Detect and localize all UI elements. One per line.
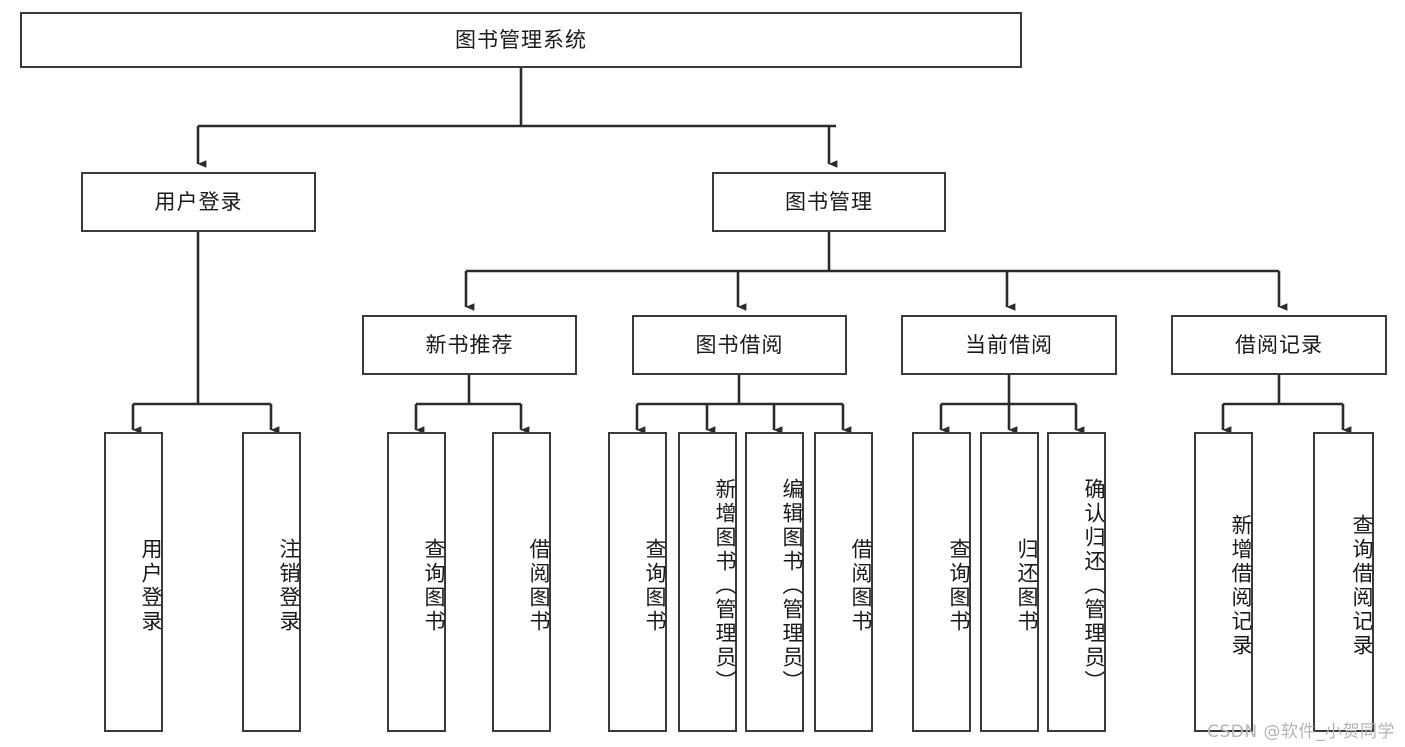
node-label: 图书管理	[785, 189, 873, 214]
leaf-current-confirm-return-admin[interactable]: 确认归还（管理员）	[1047, 432, 1106, 732]
csdn-watermark: CSDN @软件_小贺同学	[1207, 722, 1395, 742]
node-label: 新增借阅记录	[1229, 514, 1253, 658]
node-borrow-record[interactable]: 借阅记录	[1171, 315, 1387, 375]
leaf-borrow-query-book[interactable]: 查询图书	[608, 432, 667, 732]
leaf-borrow-edit-book-admin[interactable]: 编辑图书（管理员）	[745, 432, 804, 732]
node-label: 当前借阅	[965, 332, 1053, 357]
node-label: 编辑图书（管理员）	[780, 478, 804, 694]
node-user-login[interactable]: 用户登录	[81, 172, 316, 232]
node-label: 查询图书	[643, 538, 667, 634]
leaf-user-login-login[interactable]: 用户登录	[104, 432, 163, 732]
node-book-borrow[interactable]: 图书借阅	[632, 315, 847, 375]
leaf-current-return-book[interactable]: 归还图书	[980, 432, 1039, 732]
node-label: 查询借阅记录	[1350, 514, 1374, 658]
leaf-user-login-logout[interactable]: 注销登录	[242, 432, 301, 732]
leaf-borrow-add-book-admin[interactable]: 新增图书（管理员）	[678, 432, 737, 732]
node-label: 借阅记录	[1235, 332, 1323, 357]
node-label: 查询图书	[947, 538, 971, 634]
node-label: 确认归还（管理员）	[1082, 478, 1106, 694]
node-current-borrow[interactable]: 当前借阅	[901, 315, 1117, 375]
node-label: 归还图书	[1015, 538, 1039, 634]
leaf-borrow-borrow-book[interactable]: 借阅图书	[814, 432, 873, 732]
leaf-recommend-borrow-book[interactable]: 借阅图书	[492, 432, 551, 732]
leaf-recommend-query-book[interactable]: 查询图书	[387, 432, 446, 732]
node-label: 用户登录	[154, 189, 243, 214]
node-book-management[interactable]: 图书管理	[712, 172, 946, 232]
node-label: 查询图书	[422, 538, 446, 634]
node-new-book-recommend[interactable]: 新书推荐	[362, 315, 577, 375]
node-label: 借阅图书	[849, 538, 873, 634]
leaf-record-query-record[interactable]: 查询借阅记录	[1313, 432, 1374, 732]
node-label: 注销登录	[277, 538, 301, 634]
leaf-record-add-record[interactable]: 新增借阅记录	[1194, 432, 1253, 732]
node-root-book-management-system[interactable]: 图书管理系统	[20, 12, 1022, 68]
node-label: 图书借阅	[695, 332, 784, 357]
node-label: 新增图书（管理员）	[713, 478, 737, 694]
node-label: 图书管理系统	[455, 27, 587, 52]
node-label: 用户登录	[139, 538, 163, 634]
node-label: 新书推荐	[425, 332, 514, 357]
leaf-current-query-book[interactable]: 查询图书	[912, 432, 971, 732]
node-label: 借阅图书	[527, 538, 551, 634]
